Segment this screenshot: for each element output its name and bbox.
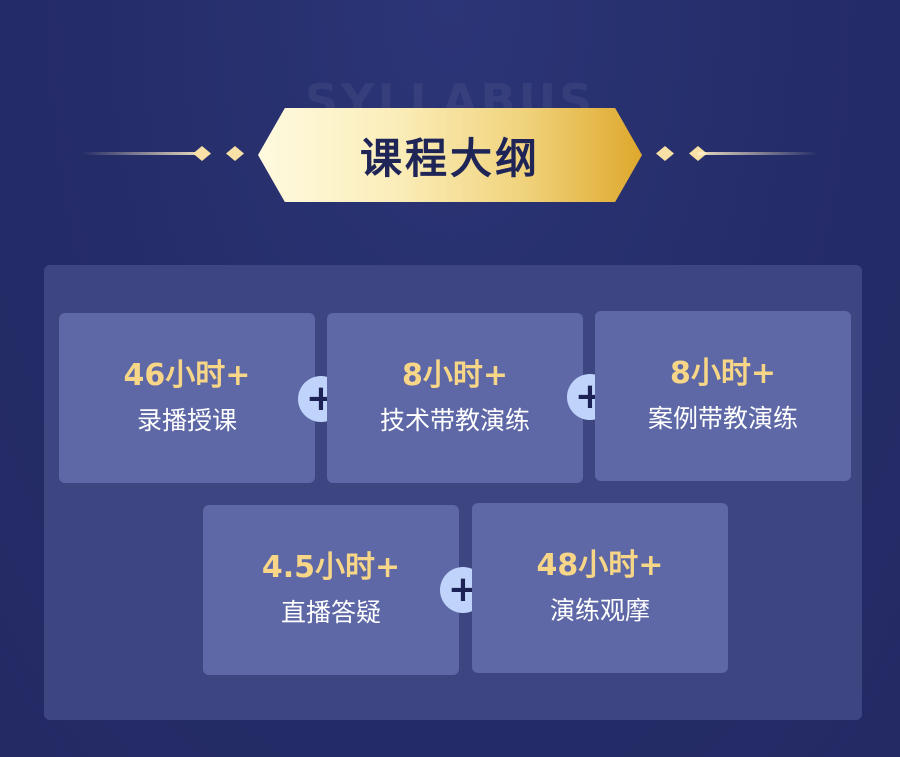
syllabus-card-observation: 48小时+ 演练观摩	[472, 503, 728, 673]
syllabus-card-live-qa: 4.5小时+ 直播答疑	[203, 505, 459, 675]
syllabus-card-case-coaching: 8小时+ 案例带教演练	[595, 311, 851, 481]
title-banner: 课程大纲	[258, 108, 642, 202]
card-hours: 8小时+	[669, 356, 776, 391]
card-label: 技术带教演练	[379, 406, 530, 435]
card-label: 案例带教演练	[647, 404, 798, 433]
card-hours: 8小时+	[401, 358, 508, 393]
left-decor-line	[82, 152, 202, 155]
right-decor-line	[698, 152, 818, 155]
card-hours: 48小时+	[536, 548, 664, 583]
diamond-icon	[226, 146, 244, 161]
card-hours: 46小时+	[123, 358, 251, 393]
diamond-icon	[656, 146, 674, 161]
page-title: 课程大纲	[359, 133, 540, 183]
syllabus-card-recorded: 46小时+ 录播授课	[59, 313, 315, 483]
card-label: 演练观摩	[549, 596, 650, 625]
syllabus-card-tech-coaching: 8小时+ 技术带教演练	[327, 313, 583, 483]
card-label: 录播授课	[136, 406, 237, 435]
card-hours: 4.5小时+	[261, 550, 401, 585]
card-label: 直播答疑	[280, 598, 381, 627]
diamond-icon	[193, 146, 211, 161]
